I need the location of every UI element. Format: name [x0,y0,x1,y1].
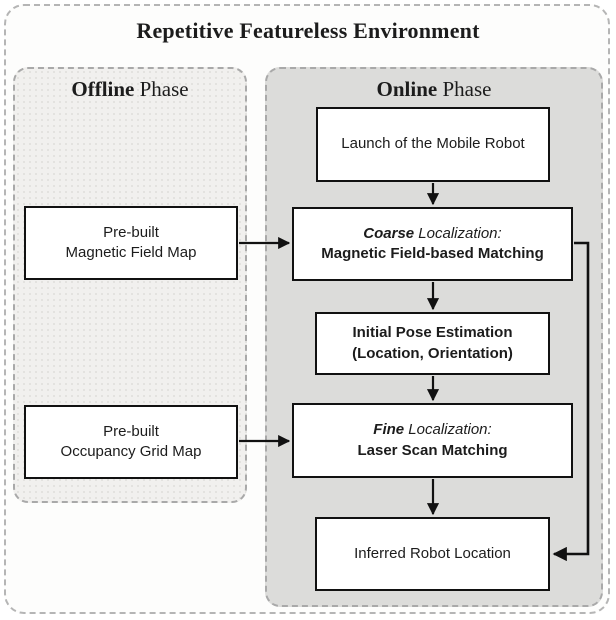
node-coarse-line2: Magnetic Field-based Matching [321,245,544,262]
node-coarse-line1-keyword: Coarse [363,224,415,242]
node-inferred-robot-location: Inferred Robot Location [315,517,550,591]
node-magmap-line2: Magnetic Field Map [65,244,197,261]
node-fine-line1-rest: Localization: [404,421,492,439]
diagram-title: Repetitive Featureless Environment [136,18,480,43]
node-prebuilt-occupancy-grid-map: Pre-built Occupancy Grid Map [24,405,238,479]
online-phase-label: Online Phase [267,77,601,102]
offline-phase-label-bold: Offline [71,77,135,101]
node-initial-pose-estimation: Initial Pose Estimation (Location, Orien… [315,312,550,375]
online-phase-label-rest: Phase [437,77,492,101]
node-occmap-line1: Pre-built [103,422,159,440]
node-launch-line1: Launch of the Mobile Robot [341,135,525,153]
node-coarse-line1-rest: Localization: [414,224,502,242]
node-inferred-line1: Inferred Robot Location [354,544,511,562]
node-initial-line2: (Location, Orientation) [352,344,513,362]
node-fine-line1-keyword: Fine [373,421,405,439]
node-launch-mobile-robot: Launch of the Mobile Robot [316,107,550,182]
node-occmap-line2: Occupancy Grid Map [60,443,202,460]
online-phase-label-bold: Online [376,77,438,101]
node-fine-localization: Fine Localization: Laser Scan Matching [292,403,573,478]
offline-phase-label-rest: Phase [134,77,189,101]
offline-phase-label: Offline Phase [15,77,245,102]
node-coarse-localization: Coarse Localization: Magnetic Field-base… [292,207,573,281]
node-coarse-line1: Coarse Localization: [363,224,501,244]
node-fine-line1: Fine Localization: [373,420,491,440]
node-initial-line1: Initial Pose Estimation [352,324,513,342]
node-prebuilt-magnetic-field-map: Pre-built Magnetic Field Map [24,206,238,280]
node-fine-line2: Laser Scan Matching [357,441,508,459]
node-magmap-line1: Pre-built [103,223,159,241]
